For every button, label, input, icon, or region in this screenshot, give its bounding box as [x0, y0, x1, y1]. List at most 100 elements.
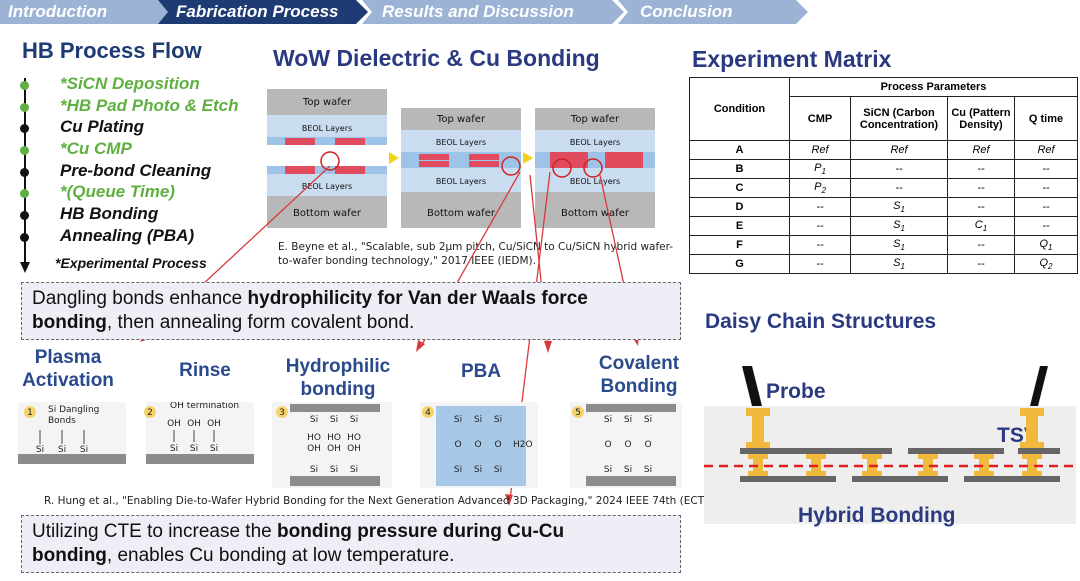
- si-label: Si: [474, 415, 482, 425]
- flow-step-hb-pad: *HB Pad Photo & Etch: [60, 96, 239, 115]
- step-num: 4: [425, 408, 431, 418]
- si-label: Si: [494, 415, 502, 425]
- flow-step-sicn-deposition: *SiCN Deposition: [60, 74, 200, 93]
- o-label: O: [644, 440, 651, 450]
- callout-text: Utilizing CTE to increase the: [32, 521, 277, 542]
- si-label: Si: [310, 465, 318, 475]
- table-cell: --: [947, 159, 1015, 179]
- beol-label: BEOL Layers: [570, 138, 620, 147]
- matrix-col-sicn: SiCN (Carbon Concentration): [850, 96, 948, 141]
- flow-dot: [20, 146, 29, 155]
- nav-tab-fabrication-process[interactable]: Fabrication Process: [158, 0, 368, 24]
- table-cell: --: [850, 159, 948, 179]
- bottom-wafer-label: Bottom wafer: [561, 208, 630, 219]
- flow-step-cu-cmp: *Cu CMP: [60, 139, 132, 158]
- si-label: Si: [624, 415, 632, 425]
- hybrid-bonding-label: Hybrid Bonding: [798, 504, 955, 527]
- beol-label: BEOL Layers: [570, 177, 620, 186]
- table-cell: Ref: [1014, 140, 1078, 160]
- step-panel-2: 2 OH termination OH OH OH Si Si Si: [144, 402, 254, 464]
- si-label: Si: [36, 445, 44, 455]
- table-cell: S1: [850, 216, 948, 236]
- callout-bold: bonding: [32, 312, 107, 333]
- oh-label: OH: [167, 419, 181, 429]
- matrix-header-condition: Condition: [689, 77, 790, 141]
- o-label: O: [604, 440, 611, 450]
- nav-tab-shape: [158, 0, 368, 24]
- beol-label: BEOL Layers: [436, 138, 486, 147]
- step-label: Bonds: [48, 416, 76, 426]
- flow-dot: [20, 211, 29, 220]
- nav-tab-shape: [362, 0, 624, 24]
- wow-reference-line-1: E. Beyne et al., "Scalable, sub 2µm pitc…: [278, 241, 674, 253]
- callout-bold: bonding pressure during Cu-Cu: [277, 521, 565, 542]
- flow-dot: [20, 233, 29, 242]
- si-label: Si: [80, 445, 88, 455]
- o-label: O: [494, 440, 501, 450]
- step-title-plasma: Plasma Activation: [22, 347, 114, 391]
- table-cell: Q1: [1014, 235, 1078, 255]
- bottom-wafer-label: Bottom wafer: [427, 208, 496, 219]
- flow-dot: [20, 81, 29, 90]
- flow-dot: [20, 103, 29, 112]
- callout-bold: bonding: [32, 545, 107, 566]
- si-label: Si: [330, 415, 338, 425]
- wow-title: WoW Dielectric & Cu Bonding: [273, 45, 600, 71]
- table-cell: --: [789, 235, 851, 255]
- nav-tab-introduction[interactable]: Introduction: [0, 0, 170, 24]
- wow-diagram: Top wafer BEOL Layers BEOL Layers Bottom…: [267, 89, 655, 228]
- step-panel-1: 1 Si Dangling Bonds Si Si Si: [18, 402, 126, 464]
- probe-label: Probe: [766, 380, 826, 403]
- beol-label: BEOL Layers: [302, 182, 352, 191]
- si-label: Si: [454, 465, 462, 475]
- si-label: Si: [644, 415, 652, 425]
- h2o-label: H2O: [513, 440, 533, 450]
- step-panel-4: 4 Si Si Si O O O H2O Si Si Si: [420, 402, 538, 488]
- table-cell: --: [1014, 159, 1078, 179]
- nav-tab-label: Results and Discussion: [382, 2, 574, 21]
- table-row: F--S1--Q1: [689, 235, 1078, 255]
- flow-dot: [20, 124, 29, 133]
- table-cell: P1: [789, 159, 851, 179]
- si-label: Si: [454, 415, 462, 425]
- table-cell: --: [850, 178, 948, 198]
- si-label: Si: [310, 415, 318, 425]
- nav-tab-results[interactable]: Results and Discussion: [362, 0, 624, 24]
- table-cell: --: [947, 254, 1015, 274]
- oh-label: OH: [307, 444, 321, 454]
- table-row: D--S1----: [689, 197, 1078, 217]
- flow-step-pre-bond: Pre-bond Cleaning: [60, 161, 212, 180]
- ho-label: HO: [327, 433, 341, 443]
- nav-tab-conclusion[interactable]: Conclusion: [618, 0, 808, 24]
- bottom-wafer-label: Bottom wafer: [293, 208, 362, 219]
- bonding-steps-diagram: 1 Si Dangling Bonds Si Si Si 2 OH termin…: [18, 402, 682, 488]
- matrix-col-cu: Cu (Pattern Density): [947, 96, 1015, 141]
- o-label: O: [474, 440, 481, 450]
- flow-title: HB Process Flow: [22, 38, 202, 63]
- callout-text: , then annealing form covalent bond.: [106, 312, 415, 333]
- wow-panel-1: Top wafer BEOL Layers BEOL Layers Bottom…: [267, 89, 387, 228]
- step-label: OH termination: [170, 402, 239, 411]
- table-cell: E: [689, 216, 790, 236]
- probe-tip-right: [1030, 366, 1048, 406]
- beol-label: BEOL Layers: [302, 124, 352, 133]
- step-num: 1: [27, 408, 33, 418]
- wow-panel-3: Top wafer BEOL Layers BEOL Layers Bottom…: [535, 108, 655, 228]
- step-num: 5: [575, 408, 581, 418]
- table-cell: Q2: [1014, 254, 1078, 274]
- si-label: Si: [624, 465, 632, 475]
- table-cell: A: [689, 140, 790, 160]
- table-cell: --: [789, 197, 851, 217]
- daisy-chain-diagram: Probe TSV Hybrid Bonding: [704, 366, 1076, 527]
- step-title-covalent: Covalent Bonding: [598, 353, 680, 397]
- table-cell: --: [1014, 216, 1078, 236]
- flow-step-annealing: Annealing (PBA): [60, 226, 195, 245]
- beol-label: BEOL Layers: [436, 177, 486, 186]
- flow-step-cu-plating: Cu Plating: [60, 117, 145, 136]
- table-cell: --: [789, 254, 851, 274]
- daisy-title: Daisy Chain Structures: [705, 310, 937, 333]
- step-panel-3: 3 Si Si Si HO HO HO OH OH OH Si Si Si: [272, 402, 392, 488]
- si-label: Si: [494, 465, 502, 475]
- step-title-hydrophilic: Hydrophilic bonding: [285, 356, 391, 400]
- table-cell: Ref: [789, 140, 851, 160]
